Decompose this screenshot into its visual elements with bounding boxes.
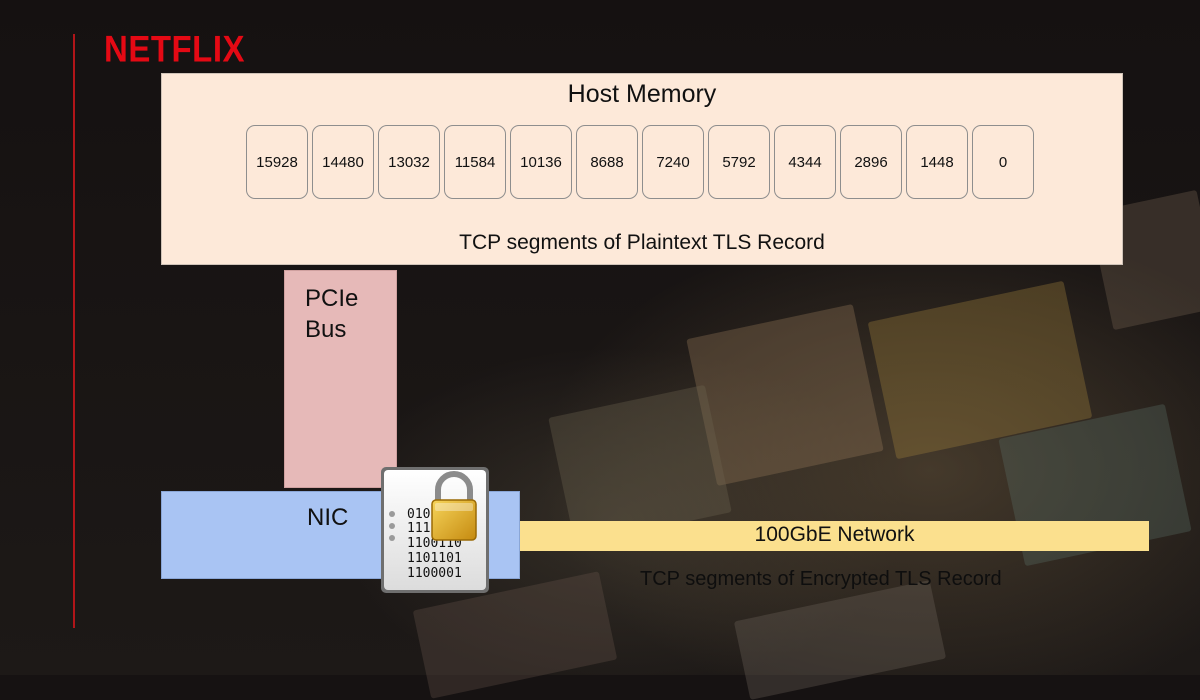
accent-line xyxy=(73,34,75,628)
segment-row: 15928 14480 13032 11584 10136 8688 7240 … xyxy=(246,125,1034,199)
binder-hole xyxy=(389,535,395,541)
background-poster xyxy=(733,580,947,700)
pcie-bus-box: PCIe Bus xyxy=(284,270,397,488)
tcp-segment: 0 xyxy=(972,125,1034,199)
binary-line: 1100001 xyxy=(407,566,462,581)
tcp-segment: 1448 xyxy=(906,125,968,199)
tcp-segment: 10136 xyxy=(510,125,572,199)
host-memory-box: Host Memory 15928 14480 13032 11584 1013… xyxy=(161,73,1123,265)
network-bar: 100GbE Network xyxy=(520,521,1149,551)
tcp-segment: 15928 xyxy=(246,125,308,199)
tcp-segment: 11584 xyxy=(444,125,506,199)
plaintext-caption: TCP segments of Plaintext TLS Record xyxy=(459,231,825,254)
tcp-segment: 14480 xyxy=(312,125,374,199)
binder-hole xyxy=(389,511,395,517)
binary-line: 010 xyxy=(407,507,430,522)
tcp-segment: 5792 xyxy=(708,125,770,199)
binder-hole xyxy=(389,523,395,529)
pcie-bus-label: PCIe Bus xyxy=(305,285,359,343)
tcp-segment: 8688 xyxy=(576,125,638,199)
binary-line: 1101101 xyxy=(407,551,462,566)
network-label: 100GbE Network xyxy=(754,523,915,546)
nic-label: NIC xyxy=(307,504,349,531)
padlock-icon xyxy=(431,471,477,541)
tcp-segment: 7240 xyxy=(642,125,704,199)
netflix-logo: NETFLIX xyxy=(104,28,245,70)
host-memory-title: Host Memory xyxy=(567,80,717,108)
tcp-segment: 4344 xyxy=(774,125,836,199)
binary-line: 111 xyxy=(407,521,430,536)
tcp-segment: 2896 xyxy=(840,125,902,199)
encrypted-file-icon: 010 111 1100110 1101101 1100001 xyxy=(381,467,489,593)
encrypted-caption: TCP segments of Encrypted TLS Record xyxy=(640,568,1002,590)
tcp-segment: 13032 xyxy=(378,125,440,199)
